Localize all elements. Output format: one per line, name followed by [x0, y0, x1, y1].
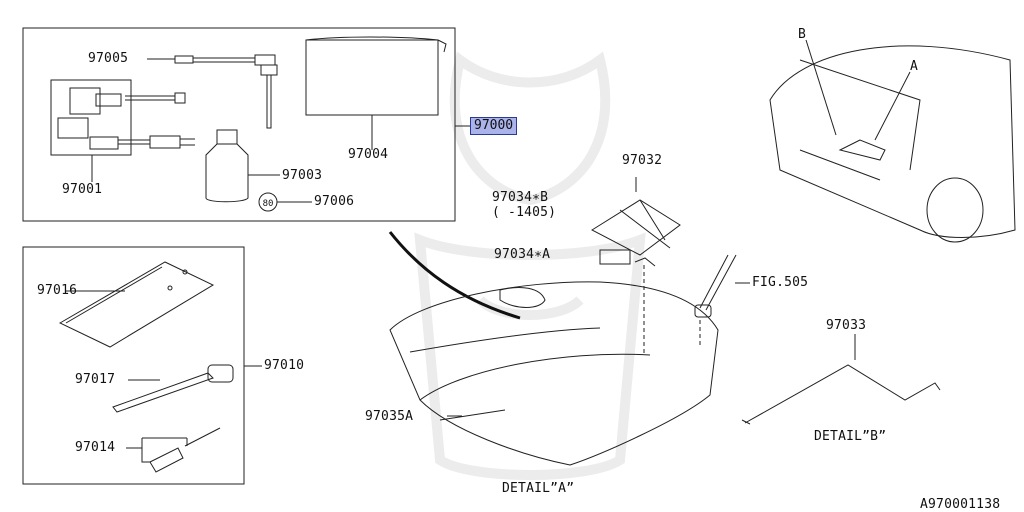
- badge-80-text: 80: [263, 199, 274, 209]
- label-97017: 97017: [75, 372, 116, 387]
- part-97032-jack[interactable]: [590, 177, 681, 355]
- label-97032: 97032: [622, 153, 663, 168]
- label-97034b: 97034∗B: [492, 190, 549, 205]
- kit-box-97000: [22, 27, 456, 222]
- part-97003-bottle[interactable]: [205, 129, 280, 203]
- label-97034b-note: ( -1405): [492, 205, 557, 220]
- label-97033: 97033: [826, 318, 867, 333]
- part-97017-wrench[interactable]: [112, 364, 234, 413]
- label-97035a: 97035A: [365, 409, 414, 424]
- part-97033-hook[interactable]: [741, 334, 941, 425]
- highlight-97000[interactable]: 97000: [470, 117, 518, 135]
- part-97004-bag[interactable]: [305, 36, 447, 150]
- reference-code: A970001138: [920, 497, 1001, 512]
- label-97001: 97001: [62, 182, 103, 197]
- label-97005: 97005: [88, 51, 129, 66]
- label-97006: 97006: [314, 194, 355, 209]
- part-fig505-rod[interactable]: [694, 254, 750, 345]
- part-97005-cable[interactable]: [147, 54, 278, 129]
- pointer-arrow: [388, 231, 521, 320]
- caption-detail-a: DETAIL”A”: [502, 481, 575, 496]
- label-fig505[interactable]: FIG.505: [752, 275, 809, 290]
- label-97004: 97004: [348, 147, 389, 162]
- caption-detail-b: DETAIL”B”: [814, 429, 887, 444]
- label-97016: 97016: [37, 283, 78, 298]
- part-97016-bag[interactable]: [58, 261, 215, 348]
- part-97014-tools[interactable]: [126, 427, 221, 473]
- tag-a: A: [910, 59, 919, 74]
- watermark: [414, 51, 646, 480]
- label-97014: 97014: [75, 440, 116, 455]
- label-97034a: 97034∗A: [494, 247, 551, 262]
- part-97035a-tray[interactable]: [389, 281, 719, 466]
- vehicle-rear: [769, 39, 1016, 243]
- part-97001-compressor[interactable]: [50, 79, 195, 182]
- label-97003: 97003: [282, 168, 323, 183]
- tag-b: B: [798, 27, 807, 42]
- part-97006-badge[interactable]: 80: [258, 192, 312, 212]
- label-97010: 97010: [264, 358, 305, 373]
